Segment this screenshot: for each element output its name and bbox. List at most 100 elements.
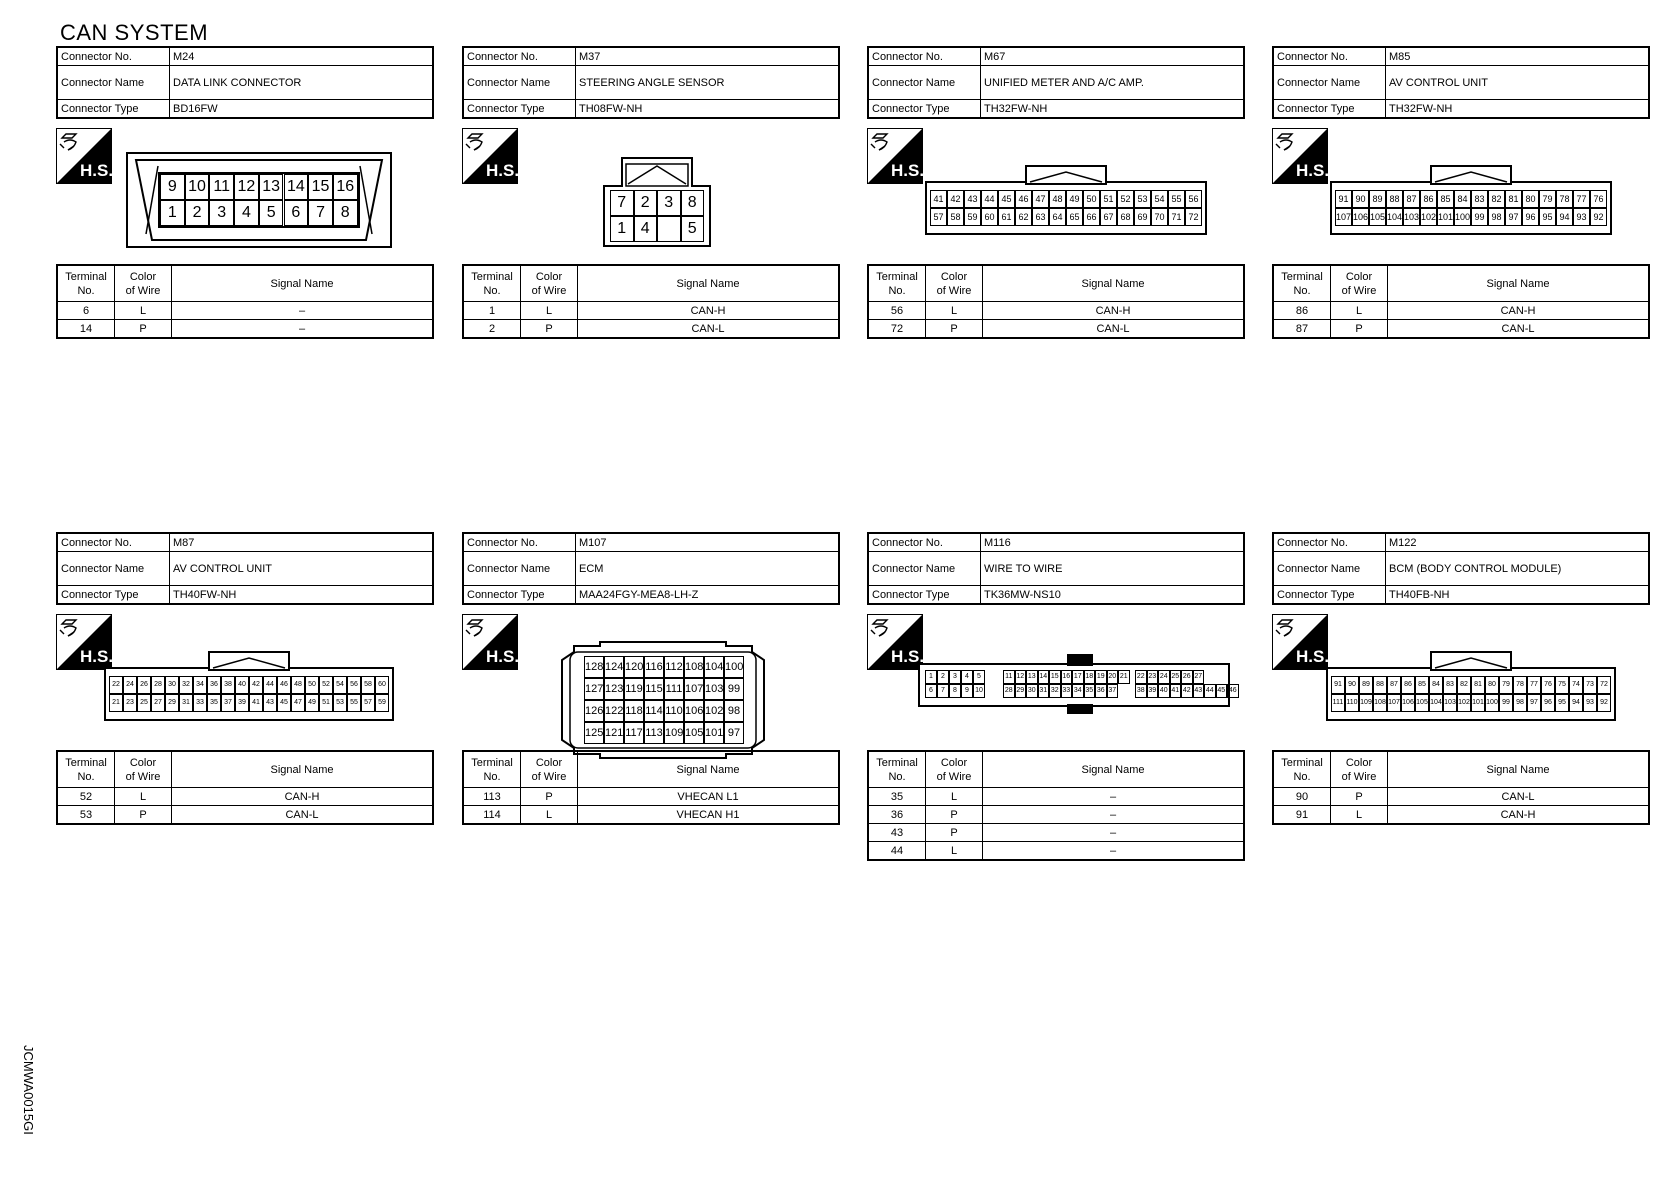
harness-side-icon: H.S.	[56, 128, 112, 184]
pin-cell: 82	[1488, 190, 1505, 208]
pin-cell: 16	[1060, 670, 1072, 684]
pin-cell: 114	[644, 700, 664, 722]
pin-cell: 116	[644, 656, 664, 678]
pin-cell: 88	[1373, 676, 1387, 694]
pin-cell: 101	[1471, 694, 1485, 712]
pin-cell: 73	[1583, 676, 1597, 694]
signal-name: VHECAN L1	[577, 787, 840, 806]
pin-cell: 98	[1513, 694, 1527, 712]
pin-cell: 111	[1331, 694, 1345, 712]
pin-cell: 34	[1072, 684, 1084, 698]
pin-cell: 109	[1359, 694, 1373, 712]
pin-cell: 49	[305, 694, 319, 712]
terminal-no: 36	[867, 805, 926, 824]
wire-color: P	[925, 823, 983, 842]
pin-cell: 107	[1335, 208, 1352, 226]
header-signal-name: Signal Name	[1387, 264, 1650, 302]
table-row: 35 L –	[867, 787, 1245, 806]
pin-cell: 122	[604, 700, 624, 722]
pin-cell: 10	[973, 684, 985, 698]
label-connector-type: Connector Type	[867, 99, 981, 119]
pin-cell: 18	[1083, 670, 1095, 684]
pin-cell: 23	[123, 694, 137, 712]
pin-cell: 119	[624, 678, 644, 700]
signal-name: CAN-H	[982, 301, 1245, 320]
signal-name: CAN-H	[171, 787, 434, 806]
pin-cell: 107	[684, 678, 704, 700]
pin-cell: 106	[1401, 694, 1415, 712]
terminal-no: 113	[462, 787, 521, 806]
pin-cell: 92	[1590, 208, 1607, 226]
wire-color: L	[925, 301, 983, 320]
pin-cell: 36	[1095, 684, 1107, 698]
terminal-no: 72	[867, 319, 926, 339]
pin-cell: 28	[1003, 684, 1015, 698]
pin-cell: 90	[1352, 190, 1369, 208]
pin-cell: 34	[193, 676, 207, 694]
header-signal-name: Signal Name	[982, 750, 1245, 788]
wire-color: L	[114, 787, 172, 806]
label-connector-name: Connector Name	[867, 551, 981, 586]
pin-cell: 83	[1443, 676, 1457, 694]
pin-cell: 11	[1003, 670, 1015, 684]
pin-cell: 89	[1369, 190, 1386, 208]
connector-name: UNIFIED METER AND A/C AMP.	[980, 65, 1245, 100]
pin-cell: 120	[624, 656, 644, 678]
pin-cell: 102	[704, 700, 724, 722]
pin-cell: 97	[724, 722, 744, 744]
pin-cell: 62	[1015, 208, 1032, 226]
table-row: 52 L CAN-H	[56, 787, 434, 806]
pin-cell: 35	[207, 694, 221, 712]
label-connector-type: Connector Type	[56, 585, 170, 605]
wire-color: P	[114, 805, 172, 825]
pin-cell: 76	[1541, 676, 1555, 694]
terminal-no: 56	[867, 301, 926, 320]
hs-label: H.S.	[1296, 647, 1328, 666]
pin-cell: 98	[724, 700, 744, 722]
pin-cell: 98	[1488, 208, 1505, 226]
pin-cell: 89	[1359, 676, 1373, 694]
pin-cell: 50	[305, 676, 319, 694]
pin-cell: 85	[1415, 676, 1429, 694]
hs-label: H.S.	[486, 161, 518, 180]
label-connector-name: Connector Name	[1272, 551, 1386, 586]
signal-name: –	[171, 319, 434, 339]
pin-cell: 54	[1151, 190, 1168, 208]
pin-cell: 1	[160, 200, 185, 226]
pin-cell: 17	[1072, 670, 1084, 684]
pin-cell: 13	[1026, 670, 1038, 684]
pin-cell: 23	[1146, 670, 1158, 684]
signal-name: CAN-L	[982, 319, 1245, 339]
terminal-no: 14	[56, 319, 115, 339]
label-connector-name: Connector Name	[56, 551, 170, 586]
terminal-no: 6	[56, 301, 115, 320]
signal-name: CAN-H	[1387, 301, 1650, 320]
label-connector-type: Connector Type	[56, 99, 170, 119]
table-row: 14 P –	[56, 319, 434, 339]
pin-cell: 58	[947, 208, 964, 226]
header-signal-name: Signal Name	[577, 750, 840, 788]
pin-cell: 56	[1185, 190, 1202, 208]
pin-cell: 77	[1527, 676, 1541, 694]
signal-name: –	[982, 841, 1245, 861]
pin-cell: 104	[1429, 694, 1443, 712]
pin-cell: 27	[151, 694, 165, 712]
signal-name: CAN-H	[577, 301, 840, 320]
pin-cell: 50	[1083, 190, 1100, 208]
pin-cell: 5	[680, 216, 704, 242]
pin-cell: 65	[1066, 208, 1083, 226]
pin-cell: 128	[584, 656, 604, 678]
terminal-no: 52	[56, 787, 115, 806]
pin-cell: 45	[998, 190, 1015, 208]
terminal-no: 53	[56, 805, 115, 825]
pin-cell: 95	[1555, 694, 1569, 712]
pin-cell: 70	[1151, 208, 1168, 226]
pin-cell: 47	[291, 694, 305, 712]
wire-color: P	[520, 787, 578, 806]
connector-panel-m67: Connector No. M67 Connector Name UNIFIED…	[867, 46, 1245, 376]
